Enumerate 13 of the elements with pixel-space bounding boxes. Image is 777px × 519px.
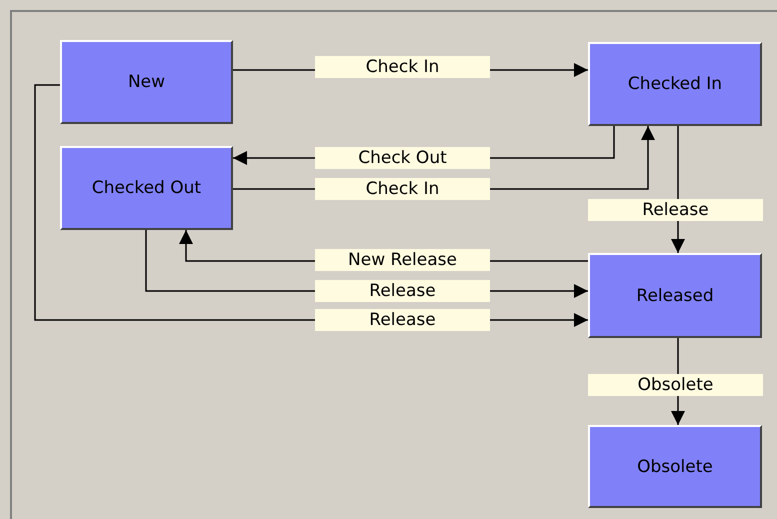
edge-label: New Release xyxy=(315,249,490,271)
edge-label: Release xyxy=(315,309,490,331)
state-box: New xyxy=(60,40,233,124)
edge-label: Check In xyxy=(315,178,490,200)
edge-label: Release xyxy=(588,199,763,221)
state-box: Obsolete xyxy=(588,425,762,508)
state-box: Checked In xyxy=(588,42,762,126)
state-box: Released xyxy=(588,253,762,338)
edge-label: Check In xyxy=(315,56,490,78)
state-box: Checked Out xyxy=(60,146,233,230)
edge-label: Obsolete xyxy=(588,374,763,396)
edge-label: Check Out xyxy=(315,147,490,169)
edge-label: Release xyxy=(315,280,490,302)
